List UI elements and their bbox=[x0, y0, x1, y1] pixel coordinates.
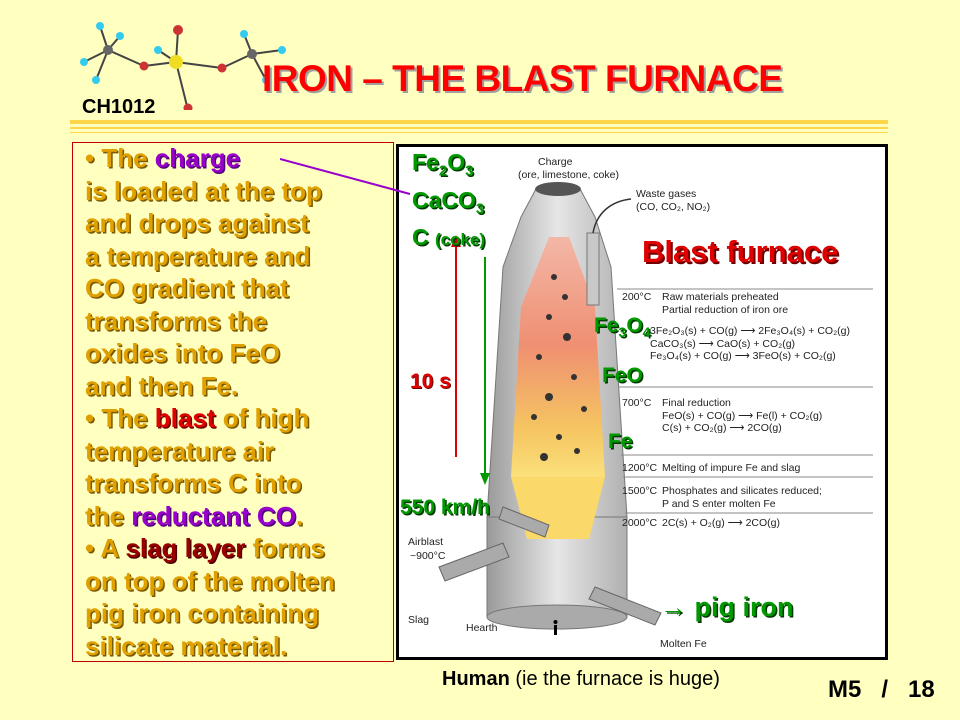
time-label: 10 s bbox=[410, 370, 451, 393]
blast-furnace-label: Blast furnace bbox=[642, 234, 839, 269]
title-rule-thin-2 bbox=[70, 132, 888, 133]
bullet-line: the reductant CO. bbox=[85, 500, 309, 533]
bullet-text: • A bbox=[85, 533, 126, 563]
zone-text: Melting of impure Fe and slag bbox=[662, 462, 801, 474]
bullet-line: • The charge bbox=[85, 142, 322, 175]
zone-text: FeO(s) + CO(g) ⟶ Fe(l) + CO₂(g) bbox=[662, 409, 823, 422]
charge-pointer bbox=[280, 158, 411, 195]
zone-text: P and S enter molten Fe bbox=[662, 497, 776, 510]
bullet-text: and drops against bbox=[85, 208, 309, 238]
zone-temperature: 1500°C bbox=[622, 485, 658, 497]
zone-text: Partial reduction of iron ore bbox=[662, 303, 789, 316]
bullet-text: • The bbox=[85, 143, 155, 173]
bullet-text: and then Fe. bbox=[85, 370, 239, 401]
fe-label: Fe bbox=[608, 430, 633, 453]
bullet-text: the bbox=[85, 500, 132, 531]
blast-furnace-figure bbox=[396, 144, 888, 660]
bullet-text: temperature air bbox=[85, 435, 275, 466]
bullet-line: CO gradient that bbox=[85, 272, 322, 305]
fig-airblast: Airblast bbox=[408, 536, 444, 548]
fig-waste-gases: Waste gases bbox=[636, 188, 697, 200]
bullet-text: pig iron containing bbox=[85, 598, 319, 628]
bullet-text: . bbox=[295, 500, 304, 531]
bullet-line: • A slag layer forms bbox=[85, 532, 335, 565]
highlighted-term: reductant CO bbox=[131, 500, 296, 531]
bullet-text: silicate material. bbox=[85, 630, 288, 661]
pig-iron-label: → pig iron bbox=[660, 592, 794, 622]
zone-temperature: 700°C bbox=[622, 397, 652, 409]
zone-text: 2C(s) + O₂(g) ⟶ 2CO(g) bbox=[662, 517, 781, 529]
zone-text: Raw materials preheated bbox=[662, 291, 779, 303]
bullet-text: forms bbox=[245, 533, 325, 563]
human-caption: Human (ie the furnace is huge) bbox=[442, 668, 720, 690]
zone-temperature: 2000°C bbox=[622, 517, 658, 529]
furnace-diagram bbox=[438, 182, 873, 635]
bullet-line: temperature air bbox=[85, 435, 309, 468]
bullet-text: on top of the molten bbox=[85, 565, 335, 596]
highlighted-term: charge bbox=[154, 143, 241, 173]
fig-charge-label: Charge bbox=[538, 156, 573, 168]
bullet-text: transforms C into bbox=[85, 468, 302, 498]
zone-text: C(s) + CO₂(g) ⟶ 2CO(g) bbox=[662, 422, 782, 434]
zone-text: 3Fe₂O₃(s) + CO(g) ⟶ 2Fe₃O₄(s) + CO₂(g) bbox=[650, 325, 850, 337]
zone-temperature: 1200°C bbox=[622, 462, 658, 474]
bullet-line: transforms the bbox=[85, 305, 322, 338]
charge-formula: Fe2O3 CaCO3 C (coke) bbox=[412, 149, 486, 251]
bullet-line: transforms C into bbox=[85, 467, 309, 500]
fig-charge-sub: (ore, limestone, coke) bbox=[518, 169, 619, 181]
feo-label: FeO bbox=[602, 364, 643, 387]
bullet-line: is loaded at the top bbox=[85, 175, 322, 208]
fig-hearth: Hearth bbox=[466, 622, 498, 634]
molecule-logo bbox=[80, 22, 286, 110]
speed-label: 550 km/h bbox=[400, 496, 490, 519]
bullet-text: a temperature and bbox=[85, 240, 311, 271]
zone-text: Fe₃O₄(s) + CO(g) ⟶ 3FeO(s) + CO₂(g) bbox=[650, 350, 836, 362]
bullet-line: • The blast of high bbox=[85, 402, 309, 435]
zone-temperature: 200°C bbox=[622, 291, 652, 303]
fig-slag: Slag bbox=[408, 614, 430, 626]
bullet-text: of high bbox=[215, 403, 310, 433]
fig-waste-gases-sub: (CO, CO₂, NO₂) bbox=[636, 201, 711, 213]
bullet-line: pig iron containing bbox=[85, 597, 335, 630]
fig-airblast-temp: ~900°C bbox=[410, 550, 446, 562]
highlighted-term: slag layer bbox=[125, 533, 246, 563]
zone-text: CaCO₃(s) ⟶ CaO(s) + CO₂(g) bbox=[650, 337, 796, 350]
bullet-box bbox=[72, 142, 394, 662]
bullet-line: silicate material. bbox=[85, 630, 335, 663]
bullet-line: oxides into FeO bbox=[85, 337, 322, 370]
bullet-line: a temperature and bbox=[85, 240, 322, 273]
bullet-line: on top of the molten bbox=[85, 565, 335, 598]
bullet-text: is loaded at the top bbox=[85, 175, 322, 206]
slide-number: M5 / 18 bbox=[828, 676, 935, 703]
bullet-text: CO gradient that bbox=[85, 273, 289, 303]
title-rule-thin bbox=[70, 127, 888, 129]
title-rule bbox=[70, 120, 888, 124]
fig-molten-fe: Molten Fe bbox=[660, 638, 707, 650]
bullet-line: and then Fe. bbox=[85, 370, 322, 403]
course-code: CH1012 bbox=[82, 96, 156, 118]
highlighted-term: blast bbox=[154, 403, 216, 433]
zone-text: Phosphates and silicates reduced; bbox=[662, 485, 822, 497]
zone-text: Final reduction bbox=[662, 397, 731, 409]
bullet-text: oxides into FeO bbox=[85, 338, 281, 368]
bullet-text: • The bbox=[85, 403, 155, 433]
fe3o4-label: Fe3O4 bbox=[594, 314, 651, 341]
bullet-text: transforms the bbox=[85, 305, 268, 336]
bullet-line: and drops against bbox=[85, 207, 322, 240]
slide-title: IRON – THE BLAST FURNACE bbox=[262, 58, 783, 99]
